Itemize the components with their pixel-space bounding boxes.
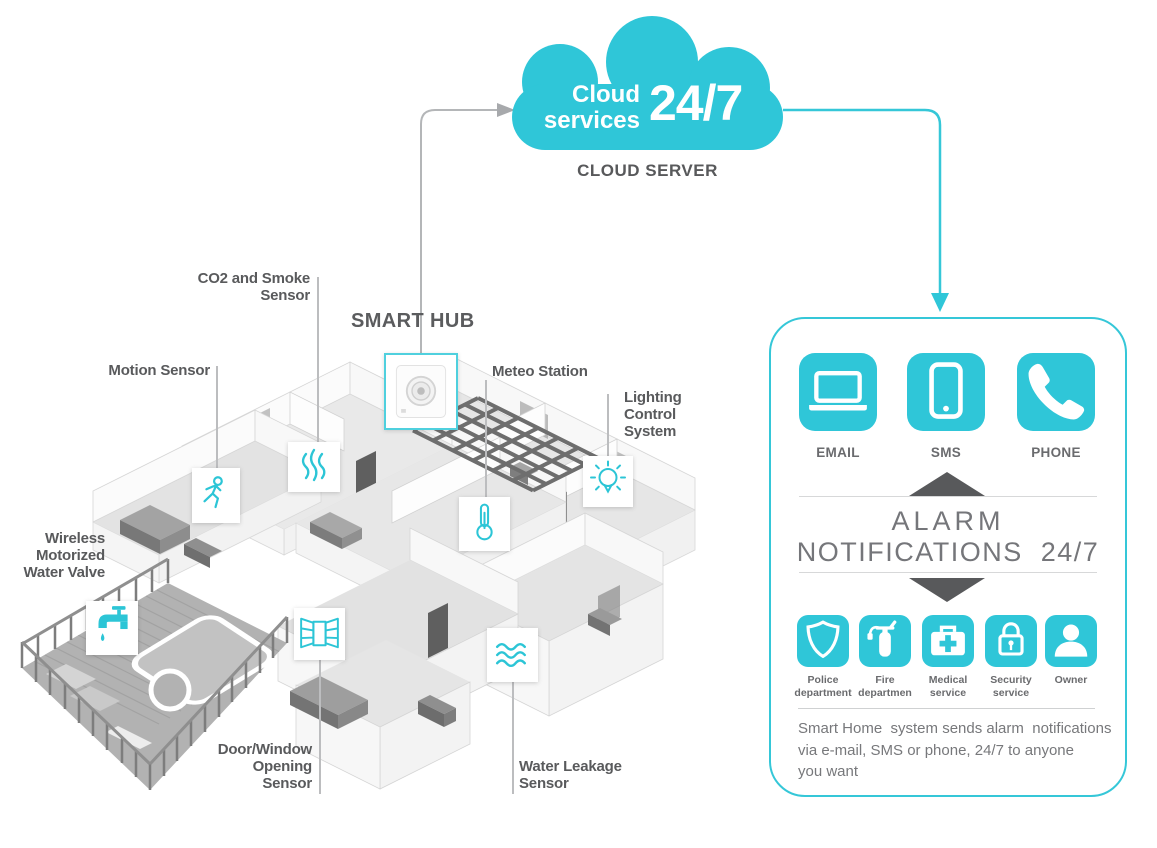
phone-tile — [1017, 353, 1095, 431]
phone-label: PHONE — [1031, 445, 1081, 460]
house-floorplan-illustration — [20, 357, 696, 790]
medical-kit-icon — [931, 625, 965, 656]
water-valve-tile — [86, 601, 138, 655]
email-tile — [799, 353, 877, 431]
connection-arrows — [420, 103, 949, 354]
owner-tile — [1045, 615, 1097, 667]
medical-label: Medical service — [928, 674, 968, 699]
laptop-email-icon — [809, 371, 867, 411]
lighting-control-label: Lighting Control System — [624, 389, 682, 440]
smoke-sensor-tile — [288, 442, 340, 492]
arrow-to-panel-icon — [931, 293, 949, 312]
motion-sensor-label: Motion Sensor — [108, 362, 210, 379]
cloud-server-caption: CLOUD SERVER — [577, 161, 718, 180]
alarm-title-line1: ALARM — [891, 506, 1005, 536]
sms-tile — [907, 353, 985, 431]
open-window-icon — [300, 617, 339, 649]
door-window-sensor-tile — [294, 608, 345, 660]
alarm-title-line2: NOTIFICATIONS 24/7 — [796, 537, 1100, 567]
police-shield-icon — [806, 620, 840, 659]
security-tile — [985, 615, 1037, 667]
fire-label: Fire departmen — [858, 674, 912, 699]
owner-label: Owner — [1054, 674, 1088, 686]
water-leakage-connector — [512, 682, 514, 794]
divider-bottom — [799, 572, 1097, 573]
faucet-icon — [98, 606, 128, 641]
water-waves-icon — [495, 642, 526, 668]
arrow-down-icon — [909, 578, 985, 602]
fire-extinguisher-icon — [867, 620, 897, 657]
lighting-connector — [607, 394, 609, 457]
security-label: Security service — [990, 674, 1032, 699]
arrow-up-icon — [909, 472, 985, 496]
medical-tile — [922, 615, 974, 667]
cloud-24-7-badge: 24/7 — [649, 75, 743, 131]
alarm-notifications-panel: EMAIL SMS PHONE ALARM NOTIFICATIONS 24/7 — [769, 317, 1127, 797]
arrow-to-cloud-icon — [497, 103, 515, 117]
owner-person-icon — [1054, 624, 1088, 657]
water-leakage-tile — [487, 628, 538, 682]
cloud-title: Cloud services — [543, 81, 640, 134]
divider-top — [799, 496, 1097, 497]
police-tile — [797, 615, 849, 667]
door-window-label: Door/Window Opening Sensor — [217, 741, 313, 792]
smoke-flames-icon — [301, 448, 326, 482]
lightbulb-icon — [590, 460, 626, 494]
co2-sensor-connector — [317, 277, 319, 443]
door-window-connector — [319, 660, 321, 794]
meteo-station-tile — [459, 497, 510, 551]
co2-smoke-sensor-label: CO2 and Smoke Sensor — [197, 270, 311, 304]
furniture — [120, 462, 622, 729]
smart-hub-device-icon — [395, 365, 447, 418]
sms-label: SMS — [930, 445, 962, 460]
smart-hub-label: SMART HUB — [351, 310, 475, 332]
motion-sensor-tile — [192, 468, 240, 523]
smart-hub-tile — [384, 353, 458, 430]
security-lock-icon — [998, 622, 1024, 656]
meteo-station-label: Meteo Station — [492, 363, 588, 380]
pool — [131, 615, 274, 712]
phone-handset-icon — [1028, 363, 1085, 420]
email-label: EMAIL — [816, 445, 860, 460]
thermometer-icon — [476, 503, 493, 541]
panel-description: Smart Home system sends alarm notificati… — [798, 720, 1112, 780]
water-leakage-label: Water Leakage Sensor — [519, 758, 622, 792]
motion-sensor-connector — [216, 366, 218, 469]
cloud-icon — [512, 16, 783, 150]
fire-tile — [859, 615, 911, 667]
lighting-control-tile — [583, 456, 633, 507]
water-valve-label: Wireless Motorized Water Valve — [23, 530, 106, 581]
divider-description — [798, 708, 1095, 709]
smartphone-sms-icon — [929, 362, 963, 419]
police-label: Police department — [794, 674, 852, 699]
meteo-connector — [485, 380, 487, 498]
motion-sensor-icon — [203, 476, 223, 509]
